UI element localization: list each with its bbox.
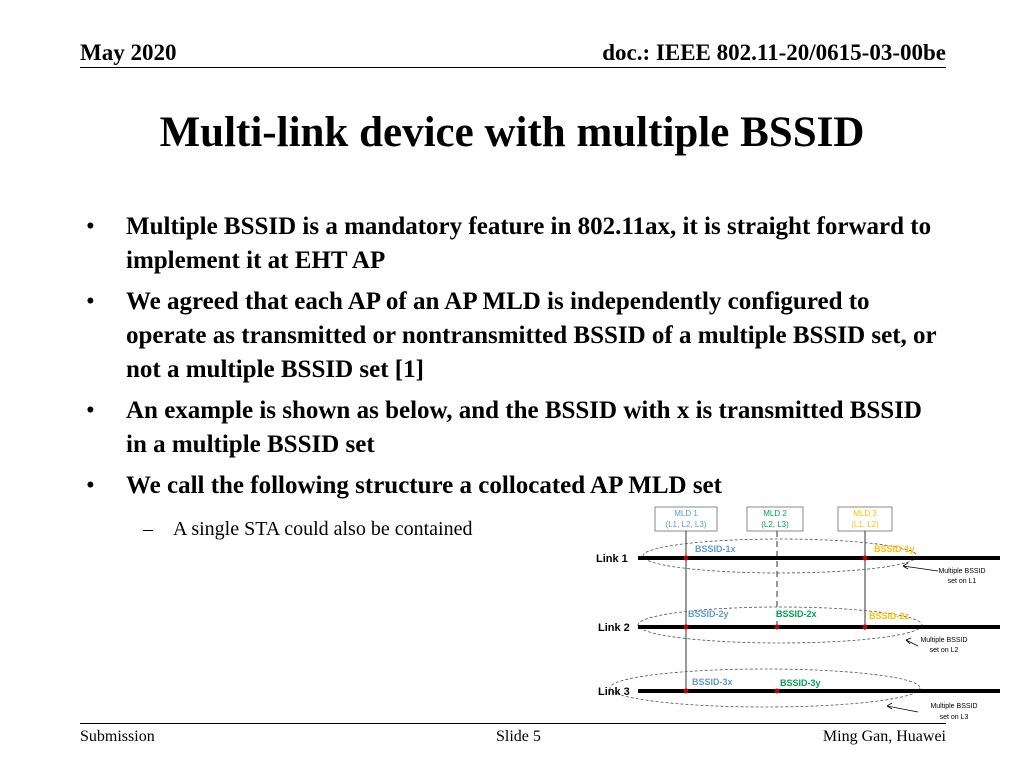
bssid-2y-label: BSSID-2y [688, 609, 729, 619]
mld-2-box [746, 506, 804, 532]
mld-2-links: (L2, L3) [761, 520, 789, 529]
arrow-head-icon [905, 637, 912, 645]
bssid-1x-label: BSSID-1x [695, 544, 736, 554]
set-l1-label-line1: Multiple BSSID [938, 568, 985, 575]
header-divider [80, 67, 946, 68]
footer-slide-number: Slide 5 [496, 728, 541, 745]
bssid-set-l3-ellipse [609, 668, 921, 708]
bullet-text: Multiple BSSID is a mandatory feature in… [126, 213, 932, 274]
arrow-head-icon [902, 562, 909, 570]
set-l2-label-line2: set on L2 [930, 647, 959, 654]
set-l3-pointer [886, 705, 919, 713]
bssid-3y-label: BSSID-3y [780, 678, 821, 688]
ap-point [683, 555, 689, 561]
set-l2-pointer [905, 639, 919, 647]
footer-submission: Submission [80, 728, 155, 745]
bullet-dot-icon: • [86, 213, 95, 240]
mld-2-name: MLD 2 [763, 509, 787, 518]
bullet-item: • An example is shown as below, and the B… [80, 394, 940, 462]
bullet-text: We call the following structure a colloc… [126, 472, 722, 499]
arrow-head-icon [886, 702, 893, 710]
set-l3-label-line1: Multiple BSSID [930, 703, 977, 710]
mld-3-name: MLD 3 [853, 509, 877, 518]
mld-diagram: MLD 1 (L1, L2, L3) MLD 2 (L2, L3) MLD 3 … [596, 506, 1000, 721]
footer-author: Ming Gan, Huawei [822, 728, 946, 745]
header-doc-id: doc.: IEEE 802.11-20/0615-03-00be [602, 40, 946, 65]
ap-point [683, 624, 689, 630]
set-l1-pointer [902, 565, 939, 572]
footer-divider [80, 723, 946, 724]
link-1-label: Link 1 [596, 553, 628, 565]
bullet-text: An example is shown as below, and the BS… [126, 397, 922, 458]
ap-point [774, 624, 780, 630]
bullet-text: We agreed that each AP of an AP MLD is i… [126, 288, 937, 383]
ap-point [862, 555, 868, 561]
ap-point [683, 688, 689, 694]
mld-1-box [654, 506, 718, 532]
bullet-dot-icon: • [86, 288, 95, 315]
bssid-2x-label: BSSID-2x [776, 609, 817, 619]
sub-bullet: –A single STA could also be contained [143, 518, 472, 541]
mld-3-links: (L1, L2) [851, 520, 879, 529]
bullet-dot-icon: • [86, 397, 95, 424]
bullet-dot-icon: • [86, 472, 95, 499]
sub-bullet-text: A single STA could also be contained [173, 518, 473, 540]
mld-1-links: (L1, L2, L3) [666, 520, 707, 529]
slide-title: Multi-link device with multiple BSSID [159, 109, 865, 156]
bullet-item: • We agreed that each AP of an AP MLD is … [80, 285, 940, 387]
bullet-item: • We call the following structure a collo… [80, 469, 940, 503]
link-3-label: Link 3 [598, 686, 630, 698]
ap-point [774, 688, 780, 694]
bssid-2z-label: BSSID-2z [869, 611, 910, 621]
set-l3-label-line2: set on L3 [940, 714, 969, 721]
sub-bullet-dash: – [143, 518, 153, 540]
header-date: May 2020 [80, 40, 177, 65]
ap-point [862, 624, 868, 630]
mld-1-name: MLD 1 [674, 509, 698, 518]
bssid-3x-label: BSSID-3x [692, 677, 733, 687]
bullet-list: • Multiple BSSID is a mandatory feature i… [80, 210, 940, 510]
set-l1-label-line2: set on L1 [948, 578, 977, 585]
bssid-1y-label: BSSID-1y [874, 544, 915, 554]
link-2-label: Link 2 [598, 622, 630, 634]
set-l2-label-line1: Multiple BSSID [920, 637, 967, 644]
bullet-item: • Multiple BSSID is a mandatory feature i… [80, 210, 940, 278]
